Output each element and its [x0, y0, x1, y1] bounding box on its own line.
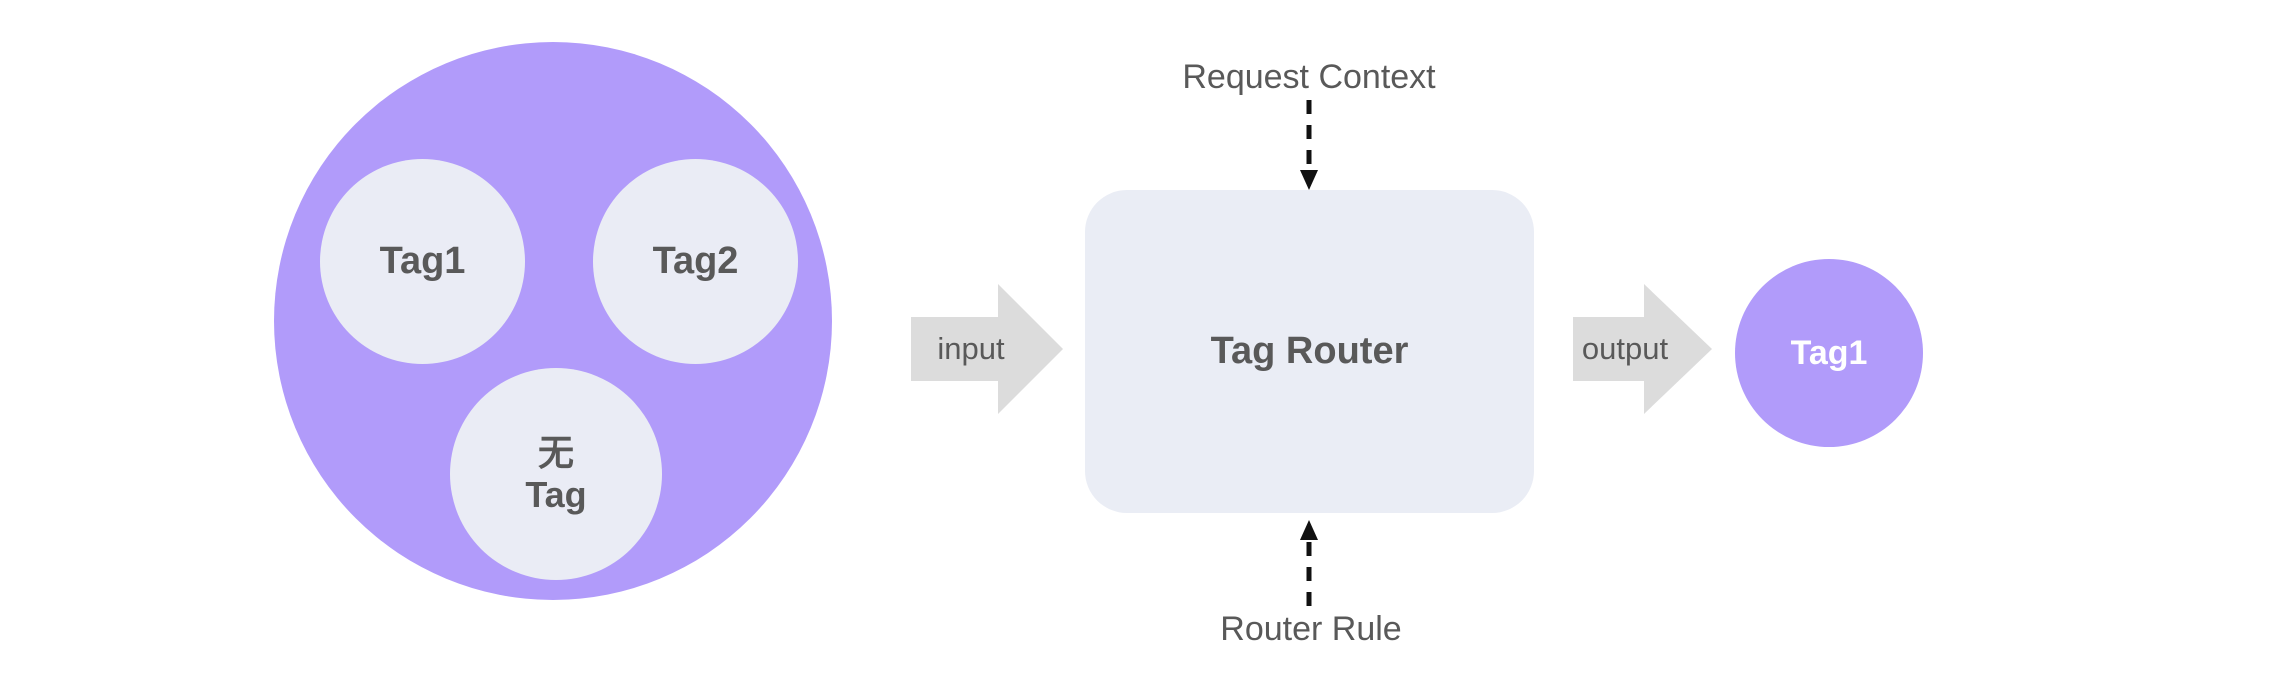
- request-context-label: Request Context: [1182, 58, 1436, 96]
- output-arrow-body: [1573, 317, 1644, 381]
- cluster-no-tag-circle: 无 Tag: [450, 368, 662, 580]
- output-tag-circle: Tag1: [1735, 259, 1923, 447]
- cluster-tag1-circle: Tag1: [320, 159, 525, 364]
- request-context-dashed-arrow-icon: [1300, 100, 1318, 190]
- output-arrow: output: [1573, 284, 1712, 414]
- router-rule-dashed-arrow-icon: [1300, 520, 1318, 608]
- input-arrowhead-icon: [998, 284, 1063, 414]
- output-tag-label: Tag1: [1790, 333, 1868, 372]
- input-arrow-body: [911, 317, 998, 381]
- tag-router-box: Tag Router: [1085, 190, 1534, 513]
- router-rule-label: Router Rule: [1220, 610, 1402, 648]
- cluster-no-tag-label: 无 Tag: [525, 431, 587, 515]
- cluster-tag2-circle: Tag2: [593, 159, 798, 364]
- cluster-tag1-label: Tag1: [379, 240, 466, 283]
- input-arrow: input: [911, 284, 1063, 414]
- output-arrow-label: output: [1581, 331, 1669, 366]
- output-arrowhead-icon: [1644, 284, 1712, 414]
- cluster-tag2-label: Tag2: [652, 240, 739, 283]
- input-arrow-label: input: [937, 331, 1005, 366]
- tag-router-title: Tag Router: [1210, 330, 1409, 372]
